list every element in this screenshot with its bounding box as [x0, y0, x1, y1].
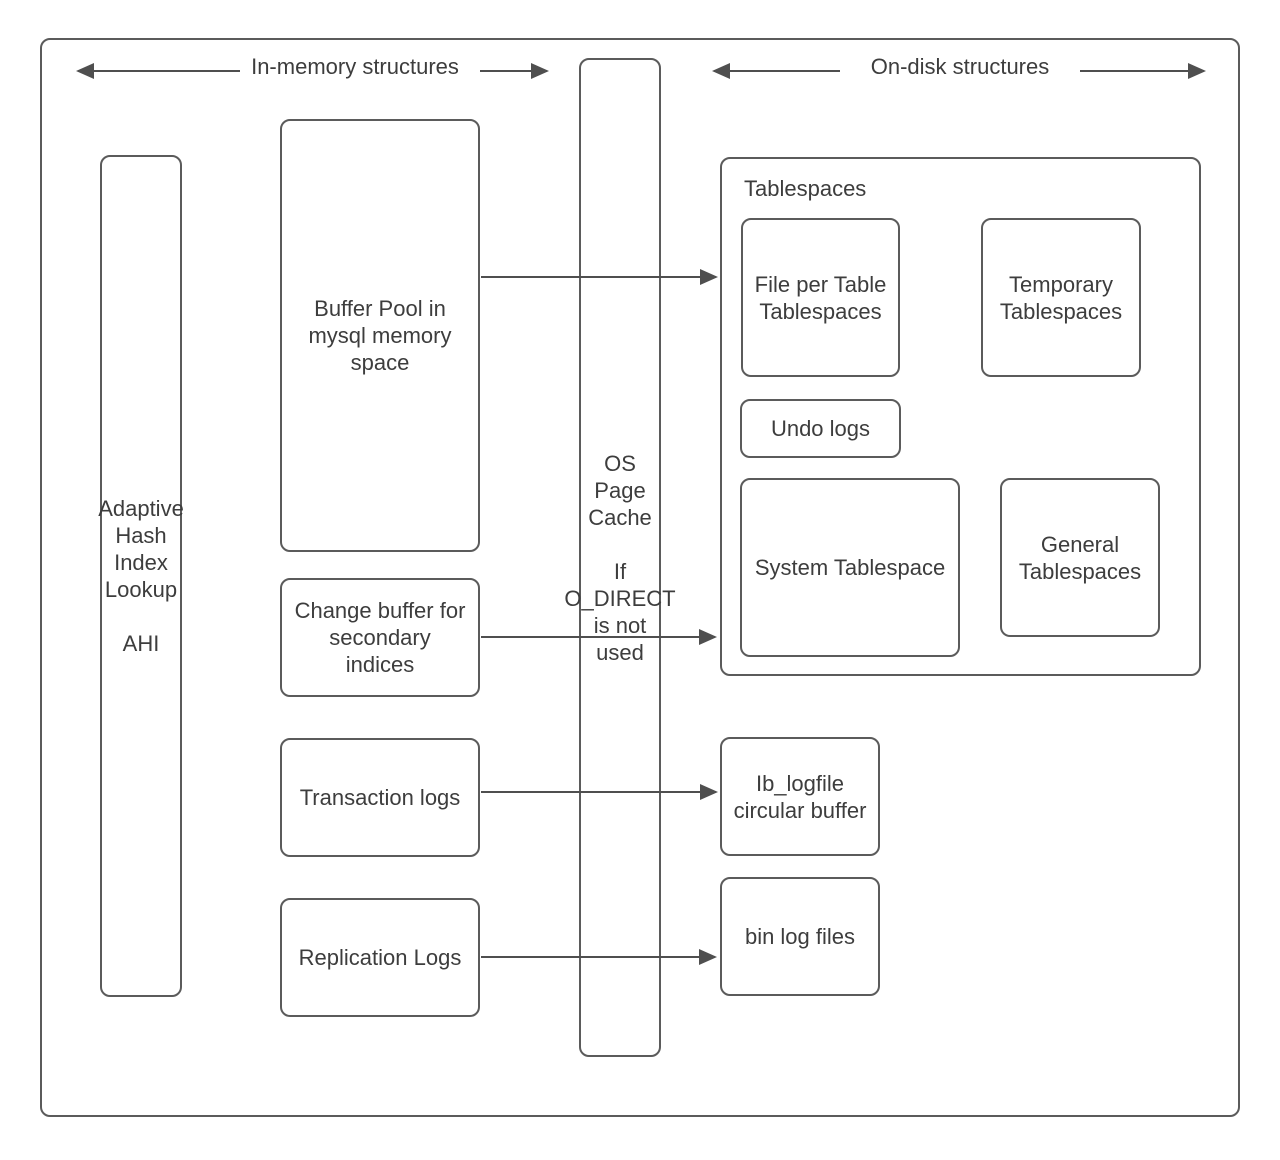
bin-log-files-label: bin log files	[744, 924, 856, 949]
change-buffer-label: Change buffer for secondary indices	[294, 598, 466, 677]
on-disk-structures-label: On-disk structures	[870, 54, 1050, 79]
file-per-table-tablespaces-box: File per Table Tablespaces	[741, 218, 900, 377]
ib-logfile-circular-buffer-box: Ib_logfile circular buffer	[720, 737, 880, 856]
system-tablespace-box: System Tablespace	[740, 478, 960, 657]
replication-logs-label: Replication Logs	[298, 945, 462, 970]
ib-logfile-circular-buffer-label: Ib_logfile circular buffer	[733, 770, 867, 823]
tablespaces-label: Tablespaces	[744, 176, 867, 201]
buffer-pool-label: Buffer Pool in mysql memory space	[308, 296, 452, 375]
adaptive-hash-index-box: Adaptive Hash Index Lookup AHI	[98, 155, 184, 997]
os-page-cache-box: OS Page Cache If O_DIRECT is not used	[564, 58, 676, 1057]
temporary-tablespaces-box: Temporary Tablespaces	[981, 218, 1141, 377]
os-page-cache-label: OS Page Cache If O_DIRECT is not used	[564, 450, 676, 665]
temporary-tablespaces-label: Temporary Tablespaces	[999, 271, 1123, 324]
general-tablespaces-box: General Tablespaces	[1000, 478, 1160, 637]
bin-log-files-box: bin log files	[720, 877, 880, 996]
transaction-logs-label: Transaction logs	[299, 785, 461, 810]
change-buffer-box: Change buffer for secondary indices	[280, 578, 480, 697]
transaction-logs-box: Transaction logs	[280, 738, 480, 857]
undo-logs-box: Undo logs	[740, 399, 901, 458]
system-tablespace-label: System Tablespace	[754, 555, 946, 580]
buffer-pool-box: Buffer Pool in mysql memory space	[280, 119, 480, 552]
in-memory-structures-label: In-memory structures	[251, 54, 459, 79]
undo-logs-label: Undo logs	[770, 416, 871, 441]
general-tablespaces-label: General Tablespaces	[1018, 531, 1142, 584]
adaptive-hash-index-label: Adaptive Hash Index Lookup AHI	[98, 496, 184, 656]
replication-logs-box: Replication Logs	[280, 898, 480, 1017]
file-per-table-tablespaces-label: File per Table Tablespaces	[754, 271, 887, 324]
